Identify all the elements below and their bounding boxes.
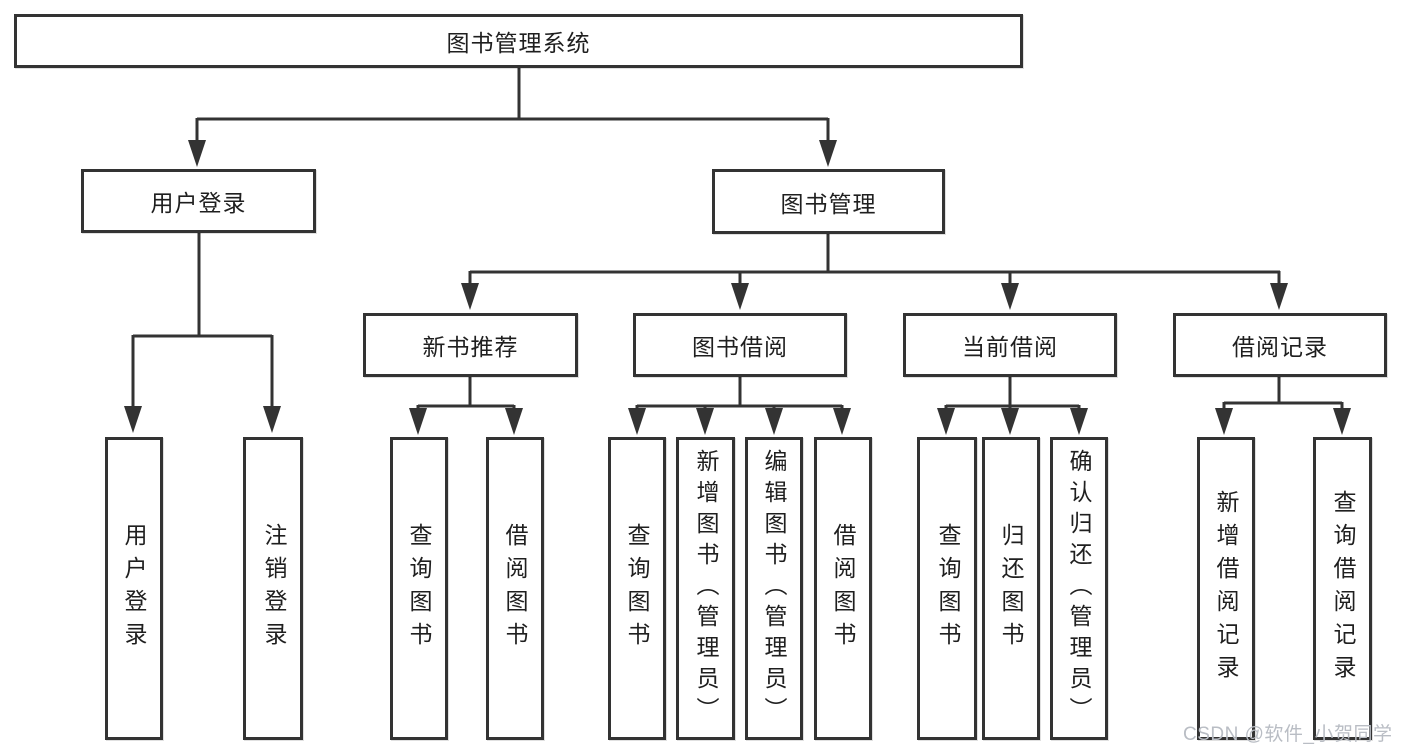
csdn-watermark: CSDN @软件_小贺同学 xyxy=(1183,724,1393,745)
leaf-query-books-current: 查询图书 xyxy=(917,437,977,740)
leaf-borrow-books-recommend: 借阅图书 xyxy=(486,437,544,740)
node-current-borrow: 当前借阅 xyxy=(903,313,1117,377)
node-new-book-recommend: 新书推荐 xyxy=(363,313,578,377)
node-book-borrow: 图书借阅 xyxy=(633,313,847,377)
leaf-borrow-books: 借阅图书 xyxy=(814,437,872,740)
leaf-logout: 注销登录 xyxy=(243,437,303,740)
leaf-add-borrow-record: 新增借阅记录 xyxy=(1197,437,1255,740)
node-book-management: 图书管理 xyxy=(712,169,945,234)
node-borrow-records: 借阅记录 xyxy=(1173,313,1387,377)
leaf-user-login: 用户登录 xyxy=(105,437,163,740)
leaf-query-books-borrow: 查询图书 xyxy=(608,437,666,740)
leaf-edit-books-admin: 编辑图书（管理员） xyxy=(745,437,803,740)
leaf-query-books-recommend: 查询图书 xyxy=(390,437,448,740)
leaf-add-books-admin: 新增图书（管理员） xyxy=(676,437,735,740)
node-user-login: 用户登录 xyxy=(81,169,316,233)
leaf-query-borrow-record: 查询借阅记录 xyxy=(1313,437,1372,740)
node-root: 图书管理系统 xyxy=(14,14,1023,68)
leaf-confirm-return-admin: 确认归还（管理员） xyxy=(1050,437,1108,740)
leaf-return-books: 归还图书 xyxy=(982,437,1040,740)
